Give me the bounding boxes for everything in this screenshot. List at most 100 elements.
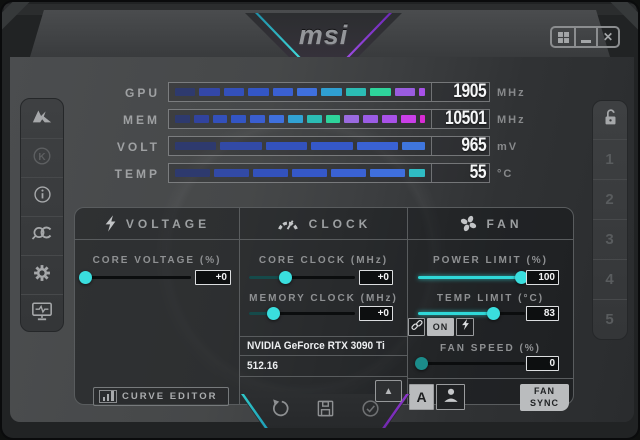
gear-icon — [32, 263, 52, 288]
save-button[interactable] — [316, 399, 335, 423]
info-button[interactable] — [21, 177, 63, 216]
reset-button[interactable] — [271, 399, 290, 423]
core-clock-value[interactable]: +0 — [359, 270, 393, 285]
slider-fill — [249, 311, 274, 315]
fan-auto-button[interactable]: A — [409, 384, 434, 410]
gauge-value-box: 965 — [431, 135, 489, 156]
temp-limit-slider[interactable] — [418, 306, 525, 320]
gauge-segments — [169, 164, 431, 182]
slider-knob[interactable] — [514, 270, 528, 284]
gpu-name: NVIDIA GeForce RTX 3090 Ti — [247, 340, 385, 352]
kombustor-button[interactable]: K — [21, 138, 63, 177]
gpu-clock-gauge: GPU 1905 MHz — [10, 81, 634, 102]
minimize-button[interactable] — [574, 28, 596, 46]
close-button[interactable]: ✕ — [596, 28, 618, 46]
link-on-button[interactable]: ON — [427, 318, 454, 336]
gauge-value: 1905 — [452, 81, 486, 102]
slider-knob[interactable] — [267, 306, 281, 320]
gauge-segments — [169, 83, 431, 101]
slider-track[interactable] — [249, 311, 355, 315]
slider-track[interactable] — [418, 361, 525, 365]
slider-track[interactable] — [418, 275, 525, 279]
slider-knob[interactable] — [79, 270, 93, 284]
oc-scanner-button[interactable] — [21, 216, 63, 255]
power-limit-slider[interactable] — [418, 270, 528, 284]
temp-limit-value[interactable]: 83 — [526, 306, 559, 321]
gauge-bar: 10501 — [168, 108, 490, 129]
slider-track[interactable] — [81, 275, 191, 279]
minimize-icon — [581, 40, 591, 43]
fan-bottom-row: A FAN SYNC — [408, 378, 573, 411]
gauge-label: VOLT — [116, 140, 160, 154]
core-voltage-value[interactable]: +0 — [195, 270, 231, 285]
menu-button[interactable] — [552, 28, 574, 46]
user-fan-curve-button[interactable] — [436, 384, 465, 410]
slider-knob[interactable] — [486, 306, 500, 320]
mem-clock-gauge: MEM 10501 MHz — [10, 108, 634, 129]
dragon-icon — [31, 106, 53, 131]
expand-button[interactable]: ▲ — [375, 380, 402, 402]
core-voltage-label: CORE VOLTAGE (%) — [92, 255, 222, 266]
gauge-unit: MHz — [497, 87, 526, 99]
profile-slot-3[interactable]: 3 — [593, 219, 627, 259]
control-panels: VOLTAGE CORE VOLTAGE (%) +0 CURVE EDITOR — [74, 207, 574, 411]
profile-lock-button[interactable] — [593, 101, 627, 139]
slider-track[interactable] — [418, 311, 525, 315]
gauge-label: GPU — [124, 86, 160, 100]
msi-dragon-button[interactable] — [21, 99, 63, 138]
settings-button[interactable] — [21, 255, 63, 294]
link-limits-button[interactable] — [408, 318, 425, 336]
monitor-pulse-icon — [31, 301, 53, 327]
power-limit-value[interactable]: 100 — [526, 270, 559, 285]
fan-sync-button[interactable]: FAN SYNC — [520, 384, 569, 411]
chain-link-icon — [410, 318, 423, 336]
unlock-icon — [603, 109, 618, 131]
main-content: GPU 1905 MHz MEM 10501 MHz VOLT 965 mV T… — [10, 57, 634, 428]
driver-version: 512.16 — [247, 360, 278, 372]
core-voltage-slider[interactable] — [79, 270, 191, 284]
gauge-value: 55 — [469, 162, 486, 183]
triangle-up-icon: ▲ — [383, 385, 394, 397]
slider-knob[interactable] — [279, 270, 293, 284]
fan-speed-value[interactable]: 0 — [526, 356, 559, 371]
curve-editor-button[interactable]: CURVE EDITOR — [93, 387, 229, 406]
memory-clock-slider[interactable] — [249, 306, 355, 320]
boost-button[interactable] — [456, 318, 474, 336]
memory-clock-label: MEMORY CLOCK (MHz) — [249, 293, 398, 304]
temp-gauge: TEMP 55 °C — [10, 162, 634, 183]
panel-title: FAN — [486, 216, 523, 231]
profile-slot-2[interactable]: 2 — [593, 179, 627, 219]
lightning-icon — [461, 318, 470, 336]
fan-speed-slider[interactable] — [415, 356, 525, 370]
profile-slot-4[interactable]: 4 — [593, 259, 627, 299]
apply-button[interactable] — [361, 399, 380, 423]
slider-fill — [418, 275, 521, 279]
check-circle-icon — [361, 399, 380, 423]
hardware-monitor-button[interactable] — [21, 294, 63, 333]
slider-knob[interactable] — [415, 356, 429, 370]
gauge-segments — [169, 110, 431, 128]
slider-track[interactable] — [249, 275, 355, 279]
oc-scanner-icon — [30, 225, 54, 248]
lightning-icon — [104, 214, 117, 233]
gauge-unit: MHz — [497, 114, 526, 126]
gauge-value-box: 1905 — [431, 81, 489, 102]
gauge-value: 965 — [461, 135, 486, 156]
power-limit-label: POWER LIMIT (%) — [433, 255, 548, 266]
temp-limit-label: TEMP LIMIT (°C) — [436, 293, 545, 304]
profile-slot-1[interactable]: 1 — [593, 139, 627, 179]
windows-icon — [557, 31, 569, 43]
voltage-panel: VOLTAGE CORE VOLTAGE (%) +0 CURVE EDITOR — [75, 208, 240, 406]
gauge-bar: 55 — [168, 162, 490, 183]
slider-fill — [249, 275, 286, 279]
memory-clock-value[interactable]: +0 — [359, 306, 393, 321]
gauge-label: MEM — [123, 113, 160, 127]
info-icon — [32, 184, 53, 210]
fan-panel-header: FAN — [408, 208, 573, 240]
core-clock-slider[interactable] — [249, 270, 355, 284]
kombustor-icon: K — [31, 145, 53, 172]
profile-slot-5[interactable]: 5 — [593, 299, 627, 339]
voltage-gauge: VOLT 965 mV — [10, 135, 634, 156]
gauge-segments — [169, 137, 431, 155]
